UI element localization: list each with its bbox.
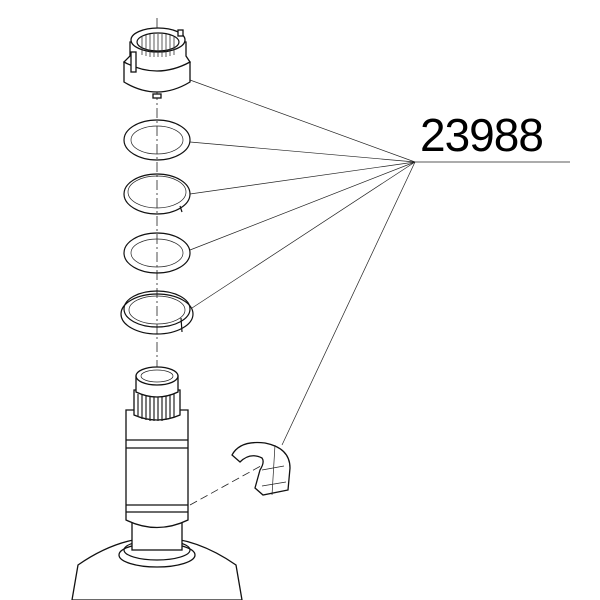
split-ring: [123, 173, 191, 215]
stepped-split-ring: [120, 290, 194, 335]
flat-washer-2: [123, 232, 191, 274]
leader-lines: [189, 79, 570, 446]
part-number-label: 23988: [420, 109, 544, 161]
cap-part: [122, 27, 191, 99]
cartridge-stem: [71, 366, 243, 600]
retaining-clip: [189, 441, 291, 506]
flat-washer-1: [123, 119, 191, 161]
